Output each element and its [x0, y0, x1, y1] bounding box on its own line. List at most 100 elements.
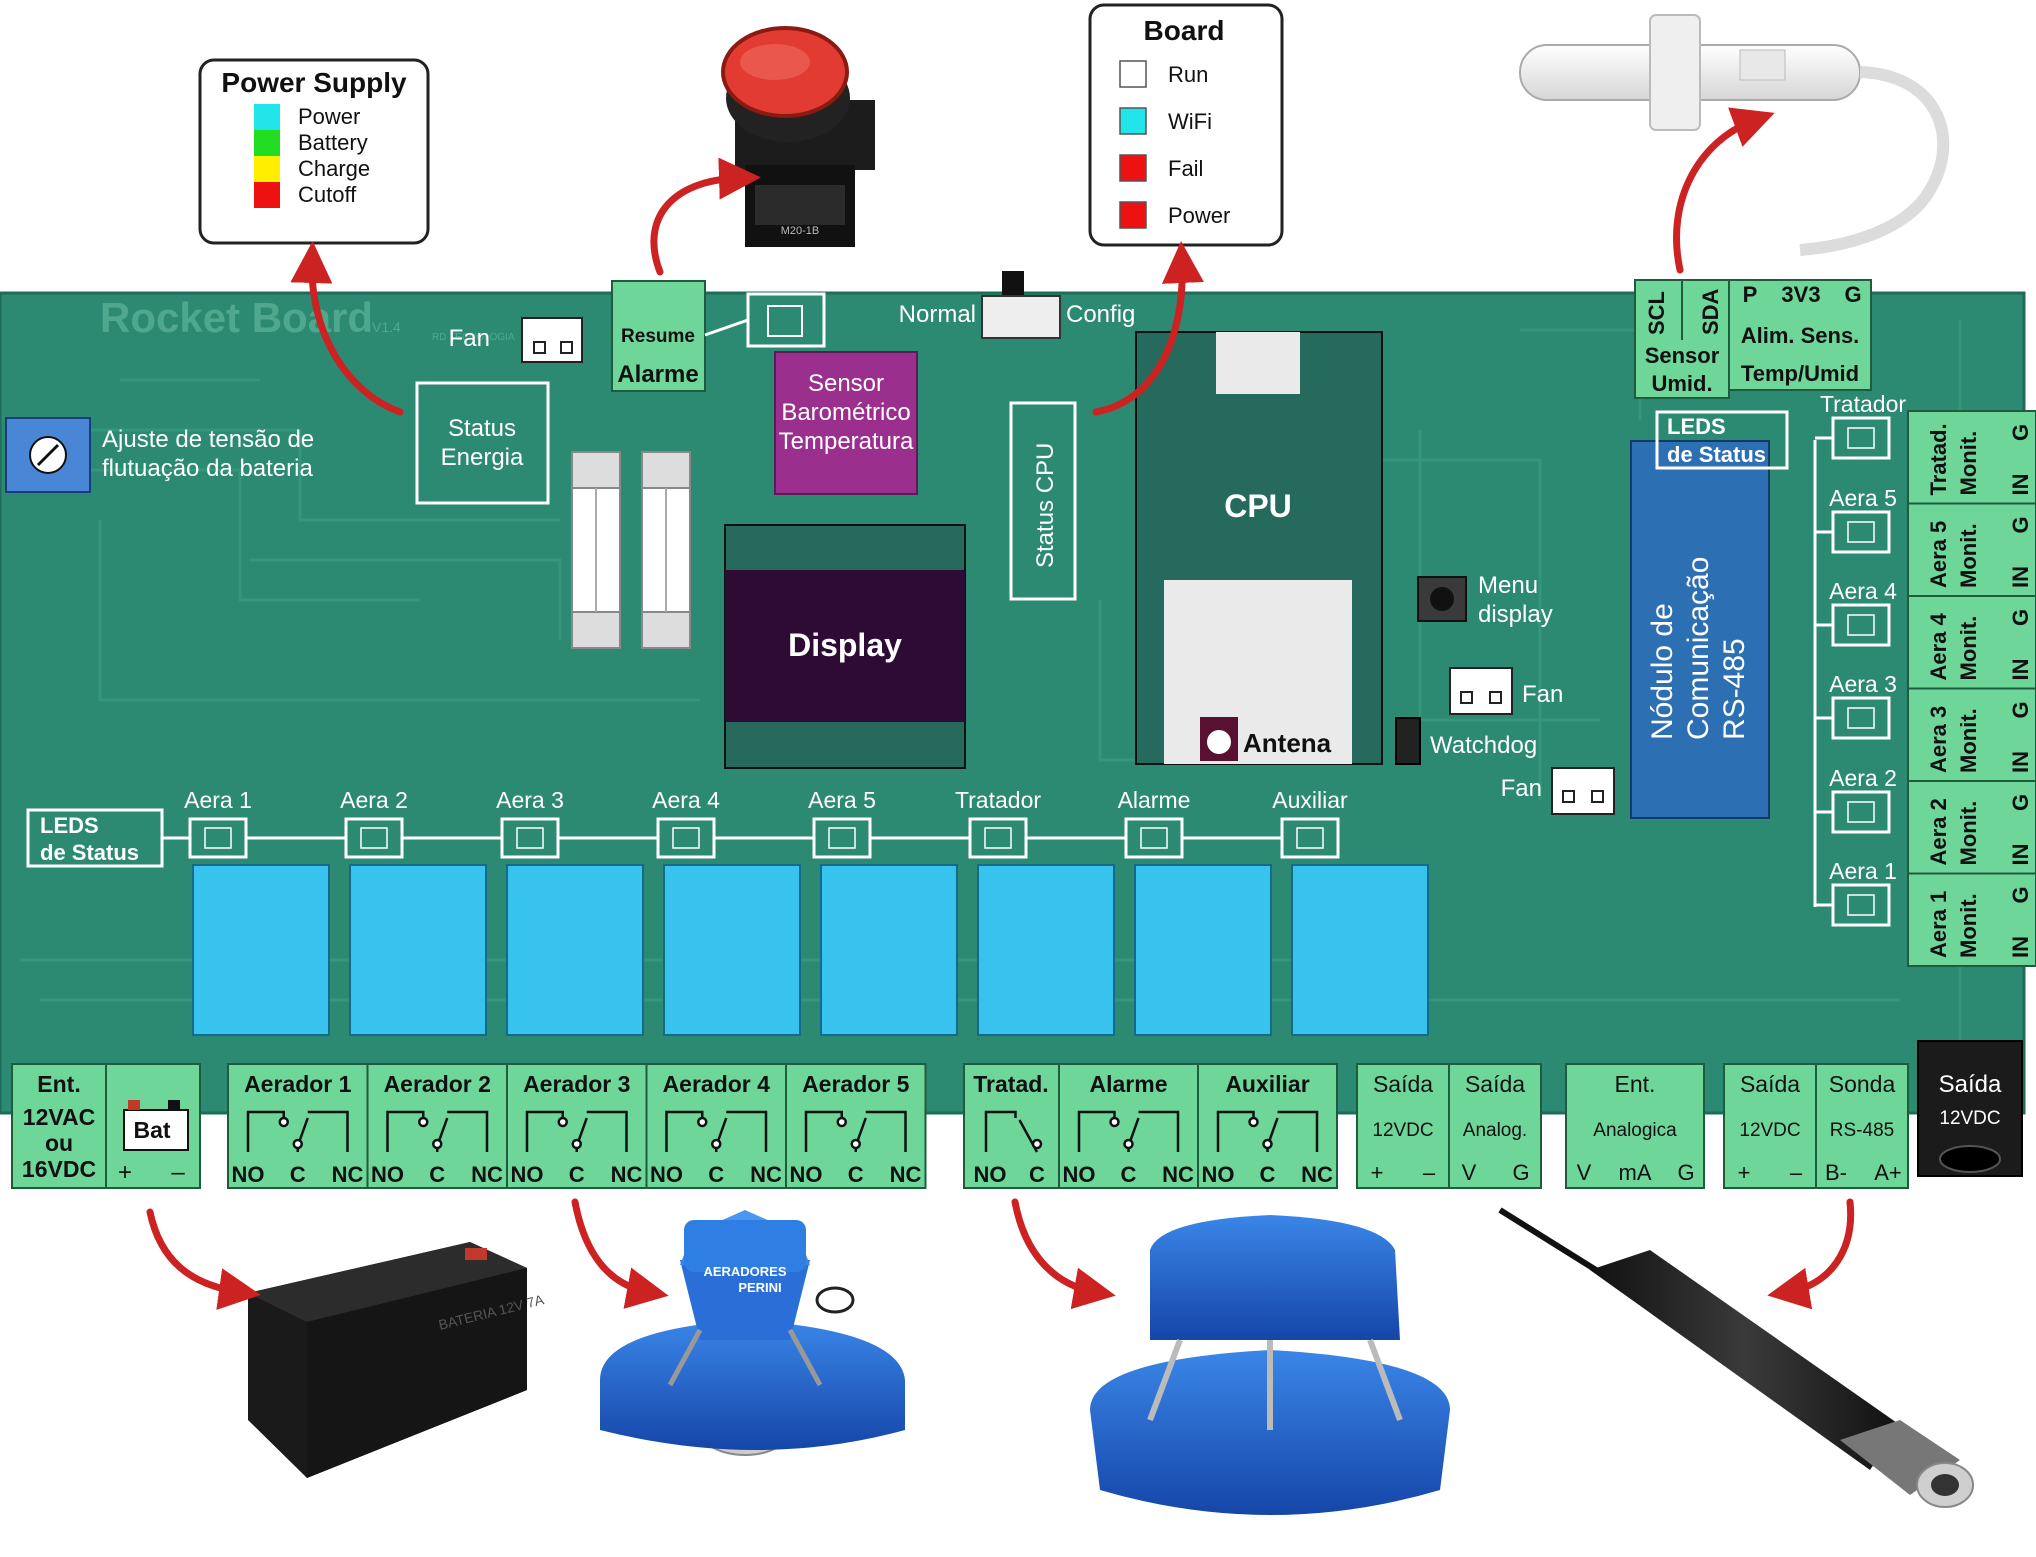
watchdog-label: Watchdog [1430, 732, 1537, 759]
relay-no-node [697, 1116, 708, 1128]
relay-b-pin-nc-1: NC [1301, 1162, 1333, 1187]
relay-0 [192, 864, 330, 1036]
arrow-resume-button [650, 157, 761, 276]
relay-contact-symbol [246, 1110, 349, 1152]
saida-12vdc-terminal-pin-1: – [1423, 1160, 1436, 1185]
board-legend-label-fail: Fail [1168, 156, 1203, 181]
ps-label-cutoff: Cutoff [298, 182, 357, 207]
bottom-leds-line1: LEDS [40, 813, 99, 838]
ajuste-line1: Ajuste de tensão de [102, 426, 314, 453]
sensor-umid-line2: Umid. [1651, 371, 1712, 396]
saida-12vdc-b-terminal-pin-1: – [1790, 1160, 1803, 1185]
side-terminal-pin-in-3: IN [2008, 751, 2033, 773]
status-led-0 [188, 817, 248, 859]
relay-b-pin-no-0: NO [1063, 1162, 1096, 1187]
bat-icon-plus [128, 1100, 140, 1110]
pin-p: P [1743, 282, 1758, 307]
ent-analog-terminal-sub: Analogica [1593, 1120, 1677, 1141]
battery-photo: BATERIA 12V 7A [248, 1242, 546, 1478]
sensor-umid-line1: Sensor [1645, 343, 1720, 368]
fan-right-label: Fan [1501, 775, 1542, 802]
right-led-label-3: Aera 3 [1829, 671, 1897, 697]
arrow-probe [1767, 1198, 1855, 1310]
saida-analog-terminal [1448, 1063, 1542, 1189]
relay-c-node [571, 1138, 582, 1150]
right-led-label-5: Aera 1 [1829, 858, 1897, 884]
humidity-sensor-photo [1519, 14, 1950, 256]
side-terminal-pin-in-5: IN [2008, 936, 2033, 958]
sonda-terminal-pin-0: B- [1825, 1160, 1847, 1185]
status-energia-box: Status Energia [415, 381, 550, 505]
board-swatch-wifi [1119, 107, 1147, 135]
alim-sens-line1: Alim. Sens. [1741, 323, 1860, 348]
side-terminal-pin-g-2: G [2008, 609, 2033, 626]
saida-analog-terminal-sub: Analog. [1463, 1120, 1527, 1141]
relay-b-pin-c-0: C [1121, 1162, 1137, 1187]
side-terminal-name-3: Aera 3 [1926, 706, 1951, 773]
status-led-7 [1280, 817, 1340, 859]
fan-top-label: Fan [449, 325, 490, 352]
relay-b-pin-nc-0: NC [1162, 1162, 1194, 1187]
normal-config-switch: Normal Config [899, 271, 1135, 339]
relay-c-node [1262, 1138, 1273, 1150]
alim-sens-line2: Temp/Umid [1741, 361, 1859, 386]
status-led-3 [656, 817, 716, 859]
relay-b-terminal-0 [1058, 1063, 1199, 1189]
power-supply-title: Power Supply [221, 67, 407, 98]
relay-nc-path [865, 1110, 907, 1152]
push-button-photo: M20-1B [721, 26, 875, 247]
resume-socket [746, 292, 826, 348]
led-label-1: Aera 2 [340, 787, 408, 813]
status-led-6 [1124, 817, 1184, 859]
board-legend-label-run: Run [1168, 62, 1208, 87]
led-label-7: Auxiliar [1272, 787, 1348, 813]
right-leds-line2: de Status [1667, 442, 1766, 467]
rs485-module: Nódulo de Comunicação RS-485 [1630, 440, 1770, 819]
status-led-inner-6 [1140, 827, 1168, 849]
fan-connector-mid: Fan [1449, 667, 1563, 715]
side-terminal-pin-in-1: IN [2008, 566, 2033, 588]
probe-photo [1498, 1207, 1974, 1508]
relay-contact-symbol [804, 1110, 907, 1152]
side-terminal-4 [1907, 780, 2036, 875]
aerador-pin-nc-4: NC [750, 1162, 782, 1187]
status-led-inner-1 [360, 827, 388, 849]
sensor-baro-line2: Barométrico [781, 399, 910, 426]
bat-pin-plus: + [118, 1159, 132, 1186]
status-cpu-box: Status CPU [1009, 401, 1077, 601]
relay-contact-symbol [984, 1110, 1043, 1153]
side-terminal-monit-0: Monit. [1956, 431, 1981, 496]
ps-swatch-charge [254, 156, 280, 182]
right-leds-line1: LEDS [1667, 414, 1726, 439]
saida-12vdc-b-terminal-sub: 12VDC [1739, 1120, 1800, 1141]
side-terminal-name-0: Tratad. [1926, 423, 1951, 495]
aerador-pin-c-2: C [429, 1162, 445, 1187]
status-led-inner-2 [516, 827, 544, 849]
display-module: Display [724, 524, 966, 769]
relay-b-pin-no-1: NO [1202, 1162, 1235, 1187]
ent-analog-terminal-title: Ent. [1615, 1071, 1656, 1097]
right-leds-status-box: LEDS de Status [1655, 410, 1789, 470]
aerador-pin-no-1: NO [232, 1162, 265, 1187]
arrow-sensor-umid [1673, 107, 1775, 274]
right-status-led-1 [1831, 510, 1891, 554]
side-terminal-1 [1907, 502, 2036, 597]
bat-icon [123, 1109, 189, 1151]
pin-sda: SDA [1698, 288, 1723, 335]
right-status-led-inner-2 [1847, 614, 1875, 636]
board-swatch-power [1119, 201, 1147, 229]
bat-icon-minus [168, 1100, 180, 1110]
arrow-feeder [1011, 1198, 1116, 1310]
right-status-led-2 [1831, 603, 1891, 647]
modulo-line3: RS-485 [1718, 638, 1751, 740]
board-legend-title: Board [1144, 15, 1225, 46]
right-status-led-inner-4 [1847, 801, 1875, 823]
right-led-label-1: Aera 5 [1829, 485, 1897, 511]
modulo-line2: Comunicação [1682, 557, 1715, 740]
relay-no-path [1077, 1110, 1116, 1152]
ent-analog-terminal-pin-1: mA [1619, 1160, 1652, 1185]
modulo-line1: Nódulo de [1646, 603, 1679, 740]
status-cpu-label: Status CPU [1032, 443, 1059, 568]
barometric-sensor: Sensor Barométrico Temperatura [774, 351, 918, 495]
board-legend-label-wifi: WiFi [1168, 109, 1212, 134]
